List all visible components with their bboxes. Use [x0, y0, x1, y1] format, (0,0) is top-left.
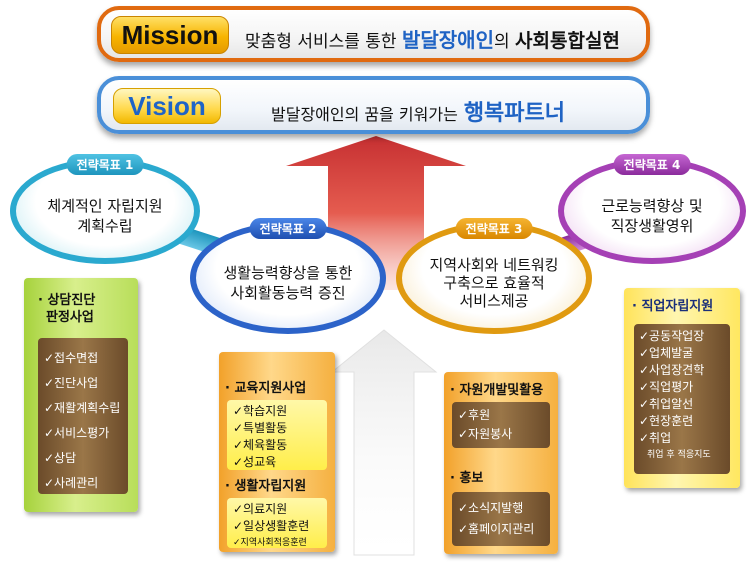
- box4-heading: · 직업자립지원: [632, 299, 714, 314]
- vision-statement: 발달장애인의 꿈을 키워가는 행복파트너: [271, 95, 565, 127]
- strategic-goal-1: 전략목표 1 체계적인 자립지원 계획수립: [10, 154, 200, 264]
- list-item: ✓사례관리: [44, 476, 99, 490]
- list-item: ✓특별활동: [233, 421, 288, 435]
- box3-item-list-a: ✓후원 ✓자원봉사: [452, 402, 550, 448]
- list-item: ✓후원: [458, 408, 491, 422]
- strategic-goal-3: 전략목표 3 지역사회와 네트워킹 구축으로 효율적 서비스제공: [396, 218, 592, 334]
- list-item: ✓취업알선: [639, 397, 694, 411]
- mission-statement: 맞춤형 서비스를 통한 발달장애인의 사회통합실현: [245, 24, 620, 53]
- goal-1-line-2: 계획수립: [77, 217, 133, 235]
- mission-banner: Mission 맞춤형 서비스를 통한 발달장애인의 사회통합실현: [97, 6, 650, 62]
- list-item: ✓재활계획수립: [44, 401, 121, 415]
- list-item: ✓상담: [44, 451, 77, 465]
- strategic-goal-2: 전략목표 2 생활능력향상을 통한 사회활동능력 증진: [190, 218, 386, 334]
- mission-text-highlight: 발달장애인: [401, 28, 494, 52]
- service-box-network: · 자원개발및활용 ✓후원 ✓자원봉사 · 홍보 ✓소식지발행 ✓홈페이지관리: [444, 372, 558, 554]
- goal-3-line-2: 구축으로 효율적: [443, 274, 545, 292]
- list-item: ✓서비스평가: [44, 426, 110, 440]
- list-item: ✓현장훈련: [639, 414, 694, 428]
- list-item: ✓자원봉사: [458, 427, 513, 441]
- list-item: ✓지역사회적응훈련: [233, 538, 307, 548]
- vision-banner: Vision 발달장애인의 꿈을 키워가는 행복파트너: [97, 76, 650, 134]
- goal-1-label: 전략목표 1: [66, 154, 144, 175]
- box2-heading-a: · 교육지원사업: [225, 381, 307, 396]
- vision-tag: Vision: [113, 88, 221, 124]
- list-item: ✓업체발굴: [639, 346, 694, 360]
- goal-3-label: 전략목표 3: [455, 218, 533, 239]
- mission-text-mid: 의: [493, 32, 516, 52]
- strategic-goal-4: 전략목표 4 근로능력향상 및 직장생활영위: [558, 154, 746, 264]
- list-item: ✓체육활동: [233, 438, 288, 452]
- box1-heading-2: 판정사업: [46, 310, 94, 325]
- vision-text-highlight: 행복파트너: [463, 101, 566, 126]
- list-item: ✓공동작업장: [639, 329, 705, 343]
- goal-1-line-1: 체계적인 자립지원: [47, 197, 163, 215]
- service-box-employment: · 직업자립지원 ✓공동작업장 ✓업체발굴 ✓사업장견학 ✓직업평가 ✓취업알선…: [624, 288, 740, 488]
- list-item: ✓취업: [639, 431, 672, 445]
- list-item: ✓학습지원: [233, 404, 288, 418]
- box2-item-list-a: ✓학습지원 ✓특별활동 ✓체육활동 ✓성교육: [227, 400, 327, 470]
- box3-heading-b: · 홍보: [450, 471, 484, 486]
- list-item: ✓소식지발행: [458, 501, 524, 515]
- goal-3-line-1: 지역사회와 네트워킹: [429, 256, 559, 274]
- box1-heading-1: · 상담진단: [38, 293, 96, 308]
- box1-item-list: ✓접수면접 ✓진단사업 ✓재활계획수립 ✓서비스평가 ✓상담 ✓사례관리: [38, 338, 128, 494]
- list-item: 취업 후 적응지도: [647, 450, 711, 460]
- service-box-counseling: · 상담진단 판정사업 ✓접수면접 ✓진단사업 ✓재활계획수립 ✓서비스평가 ✓…: [24, 278, 138, 512]
- goal-4-line-2: 직장생활영위: [610, 217, 694, 235]
- goal-4-label: 전략목표 4: [613, 154, 691, 175]
- goal-2-label: 전략목표 2: [249, 218, 327, 239]
- box4-item-list: ✓공동작업장 ✓업체발굴 ✓사업장견학 ✓직업평가 ✓취업알선 ✓현장훈련 ✓취…: [634, 324, 730, 474]
- box3-heading-a: · 자원개발및활용: [450, 383, 544, 398]
- goal-3-text: 지역사회와 네트워킹 구축으로 효율적 서비스제공: [430, 256, 559, 310]
- service-box-education: · 교육지원사업 ✓학습지원 ✓특별활동 ✓체육활동 ✓성교육 · 생활자립지원…: [219, 352, 335, 552]
- goal-2-line-1: 생활능력향상을 통한: [223, 264, 353, 282]
- list-item: ✓직업평가: [639, 380, 694, 394]
- list-item: ✓접수면접: [44, 351, 99, 365]
- box2-heading-b: · 생활자립지원: [225, 479, 307, 494]
- mission-tag: Mission: [111, 16, 229, 54]
- goal-2-line-2: 사회활동능력 증진: [230, 284, 346, 302]
- goal-1-text: 체계적인 자립지원 계획수립: [47, 196, 162, 236]
- box3-item-list-b: ✓소식지발행 ✓홈페이지관리: [452, 492, 550, 546]
- list-item: ✓사업장견학: [639, 363, 705, 377]
- list-item: ✓성교육: [233, 455, 277, 469]
- list-item: ✓홈페이지관리: [458, 522, 535, 536]
- goal-3-line-3: 서비스제공: [459, 292, 529, 310]
- goal-2-text: 생활능력향상을 통한 사회활동능력 증진: [224, 263, 353, 303]
- goal-4-text: 근로능력향상 및 직장생활영위: [601, 196, 702, 236]
- list-item: ✓일상생활훈련: [233, 519, 310, 533]
- vision-text-prefix: 발달장애인의 꿈을 키워가는: [271, 105, 458, 124]
- mission-text-bold: 사회통합실현: [515, 30, 620, 52]
- box2-item-list-b: ✓의료지원 ✓일상생활훈련 ✓지역사회적응훈련: [227, 498, 327, 548]
- mission-text-prefix: 맞춤형 서비스를 통한: [245, 32, 402, 52]
- list-item: ✓진단사업: [44, 376, 99, 390]
- goal-4-line-1: 근로능력향상 및: [601, 197, 703, 215]
- list-item: ✓의료지원: [233, 502, 288, 516]
